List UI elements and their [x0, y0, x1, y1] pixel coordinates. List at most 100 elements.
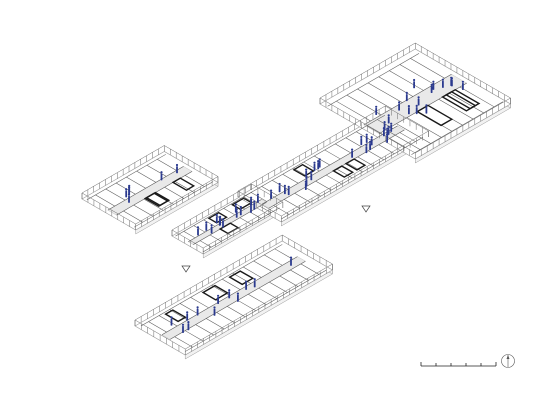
- south-wing-person: [217, 297, 219, 304]
- west-wing-rail: [164, 145, 219, 177]
- west-wing-partition: [143, 198, 164, 211]
- northeast-wing-person-head: [450, 77, 453, 80]
- northeast-wing-person: [405, 94, 408, 102]
- south-wing-rail: [185, 263, 333, 350]
- central-block-partition: [303, 161, 320, 172]
- central-block-person: [278, 185, 281, 193]
- central-block-person-head: [317, 160, 320, 163]
- central-link-person-head: [249, 203, 253, 206]
- northeast-wing-person: [408, 107, 410, 115]
- central-block-person: [365, 135, 368, 143]
- northeast-wing-partition: [410, 58, 445, 79]
- northeast-wing-person-head: [441, 78, 444, 81]
- central-link-person: [253, 202, 256, 210]
- south-wing-person: [245, 282, 247, 290]
- central-block-partition: [345, 137, 362, 148]
- west-wing-person-head: [175, 163, 179, 167]
- northeast-wing-person-head: [405, 91, 408, 94]
- south-wing-person-head: [289, 256, 293, 259]
- south-wing-person-head: [217, 294, 220, 297]
- central-block-person: [305, 179, 308, 187]
- northeast-wing-partition: [385, 129, 421, 150]
- northeast-wing-person: [442, 80, 444, 88]
- central-link-partition: [243, 196, 255, 204]
- south-wing-partition: [274, 248, 293, 260]
- south-wing-partition: [179, 303, 199, 315]
- central-link-partition: [249, 211, 262, 219]
- central-block-person-head: [310, 170, 313, 174]
- central-block-person-head: [270, 189, 273, 192]
- south-wing-person: [237, 294, 239, 302]
- south-wing-partition: [185, 330, 204, 342]
- northeast-wing-person-head: [398, 101, 401, 104]
- central-block-rail: [281, 130, 429, 217]
- northeast-wing-core-wall: [415, 104, 454, 127]
- central-block-person: [386, 129, 389, 137]
- central-link-person: [210, 226, 213, 234]
- northeast-wing-person: [430, 86, 433, 93]
- central-block-core-wall: [292, 163, 315, 177]
- central-block-partition: [314, 155, 330, 166]
- central-link-partition: [239, 217, 252, 225]
- northeast-wing-partition: [399, 64, 435, 85]
- northeast-wing-person: [390, 124, 393, 132]
- central-link-partition: [223, 208, 236, 216]
- west-wing-person: [125, 190, 128, 198]
- west-wing-partition: [126, 176, 146, 189]
- northeast-wing-person: [432, 82, 435, 90]
- central-link-person-head: [196, 226, 200, 229]
- south-wing-facade: [140, 244, 283, 327]
- south-wing-partition: [243, 266, 262, 278]
- south-wing-person: [213, 308, 216, 316]
- south-wing-partition: [222, 278, 241, 290]
- northeast-wing-partition: [396, 123, 431, 144]
- northeast-wing-person: [451, 79, 453, 87]
- central-block-rail: [385, 105, 429, 132]
- west-wing-person: [128, 195, 130, 203]
- people-figures: [125, 76, 464, 333]
- south-wing-partition: [248, 294, 267, 305]
- central-link-person: [205, 223, 208, 231]
- northeast-wing-person-head: [390, 122, 393, 125]
- northeast-wing-core-wall: [444, 88, 481, 110]
- central-link-rail: [171, 229, 204, 249]
- south-wing-person: [196, 308, 199, 316]
- central-block-person-head: [305, 168, 308, 171]
- west-wing-person: [176, 166, 178, 174]
- northeast-wing-partition: [367, 82, 403, 103]
- west-wing-person-head: [160, 171, 163, 174]
- south-wing-core-wall: [201, 284, 229, 301]
- south-wing-person-head: [236, 292, 239, 295]
- south-wing-person-head: [181, 323, 185, 326]
- west-wing-person-head: [125, 188, 128, 191]
- northeast-wing-person: [415, 107, 418, 115]
- central-link-person-head: [219, 215, 222, 218]
- south-wing-person-head: [213, 306, 216, 309]
- west-wing-partition: [95, 194, 115, 207]
- south-wing-rail: [282, 234, 333, 265]
- west-wing-person-head: [128, 184, 131, 187]
- south-wing-person: [182, 326, 184, 333]
- central-link-person: [239, 208, 242, 216]
- west-wing-rail: [81, 145, 165, 194]
- west-wing-core-wall: [171, 177, 196, 192]
- west-wing-partition: [133, 204, 154, 217]
- south-wing-person: [186, 313, 189, 321]
- central-link-person-head: [250, 196, 253, 199]
- northeast-wing-person: [398, 103, 400, 111]
- south-wing-person-head: [187, 321, 190, 324]
- south-wing-facade: [185, 269, 327, 352]
- railing-posts: [81, 42, 511, 355]
- central-block-person-head: [278, 182, 281, 186]
- central-block-person: [383, 123, 386, 131]
- central-block-person-head: [369, 140, 372, 143]
- central-link-person: [257, 195, 259, 203]
- northeast-wing-person: [462, 83, 464, 90]
- central-link-core-wall: [207, 211, 228, 224]
- central-block-partition: [335, 143, 351, 154]
- central-block-person: [318, 160, 321, 168]
- central-link-person-head: [210, 224, 213, 227]
- south-wing-partition: [264, 254, 283, 266]
- central-link-rail: [203, 201, 283, 249]
